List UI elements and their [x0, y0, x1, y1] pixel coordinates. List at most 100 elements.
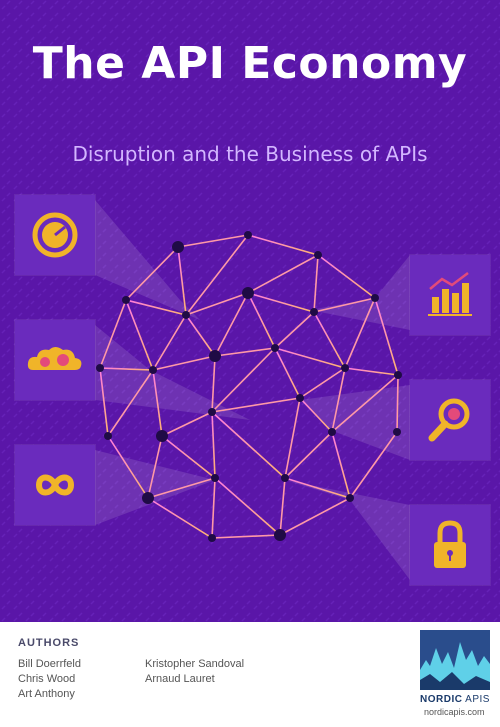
network-node: [142, 492, 154, 504]
network-edge: [313, 297, 376, 313]
network-edge: [279, 497, 351, 536]
network-edge: [211, 477, 216, 539]
network-node: [156, 430, 168, 442]
brand-name: NORDIC APIS: [420, 694, 490, 705]
network-edge: [214, 347, 276, 357]
network-edge: [211, 397, 301, 413]
network-edge: [313, 254, 319, 313]
network-node: [328, 428, 336, 436]
network-node: [271, 344, 279, 352]
bar-chart-growth-icon: [410, 255, 490, 335]
network-node: [346, 494, 354, 502]
network-edge: [274, 347, 346, 369]
network-node: [208, 408, 216, 416]
network-edge: [147, 477, 216, 499]
network-edge: [161, 411, 213, 437]
network-edge: [331, 431, 351, 499]
network-edge: [147, 497, 213, 539]
network-node: [244, 231, 252, 239]
network-edge: [214, 477, 281, 536]
network-node: [104, 432, 112, 440]
network-edge: [211, 355, 216, 413]
network-edge: [274, 347, 301, 399]
network-edge: [284, 431, 333, 479]
network-edge: [247, 292, 315, 313]
author-name: Arnaud Lauret: [145, 673, 215, 685]
network-edge: [125, 299, 187, 316]
network-edge: [247, 234, 319, 256]
network-edge: [247, 292, 276, 349]
network-edge: [274, 311, 315, 349]
network-edge: [125, 246, 179, 301]
network-edge: [185, 292, 249, 316]
network-node: [393, 428, 401, 436]
network-edge: [344, 367, 399, 376]
network-edge: [317, 254, 376, 299]
network-node: [296, 394, 304, 402]
network-edge: [107, 369, 154, 437]
network-edge: [211, 411, 216, 479]
network-node: [242, 287, 254, 299]
network-edge: [284, 477, 351, 499]
nordic-apis-logo: [420, 630, 490, 690]
network-edge: [99, 299, 127, 369]
brand-url: nordicapis.com: [424, 707, 485, 717]
network-edge: [185, 234, 249, 316]
network-edge: [125, 299, 154, 371]
cover-footer: [0, 622, 500, 727]
network-node: [208, 534, 216, 542]
network-node: [341, 364, 349, 372]
network-edge: [313, 311, 346, 369]
network-node: [371, 294, 379, 302]
network-node: [172, 241, 184, 253]
network-node: [149, 366, 157, 374]
author-name: Bill Doerrfeld: [18, 658, 81, 670]
network-edge: [211, 347, 276, 413]
cloud-gears-icon: [15, 320, 95, 400]
network-edge: [299, 367, 346, 399]
network-edge: [147, 435, 163, 499]
network-node: [209, 350, 221, 362]
network-edge: [211, 411, 286, 479]
network-edge: [152, 314, 187, 371]
network-node: [211, 474, 219, 482]
author-name: Art Anthony: [18, 688, 75, 700]
network-edge: [99, 367, 109, 437]
network-edge: [185, 314, 216, 357]
network-edge: [247, 254, 319, 294]
network-node: [182, 311, 190, 319]
network-edge: [211, 534, 281, 539]
network-node: [314, 251, 322, 259]
network-node: [281, 474, 289, 482]
network-edge: [152, 369, 163, 437]
authors-heading: AUTHORS: [18, 637, 80, 649]
author-name: Chris Wood: [18, 673, 76, 685]
network-node: [274, 529, 286, 541]
network-edge: [396, 374, 399, 433]
network-edge: [177, 246, 187, 316]
padlock-icon: [410, 505, 490, 585]
network-edge: [349, 431, 398, 499]
network-edge: [299, 397, 333, 433]
network-edge: [152, 355, 216, 371]
network-edge: [177, 234, 249, 248]
book-cover: The API Economy Disruption and the Busin…: [0, 0, 500, 622]
speedometer-icon: [15, 195, 95, 275]
network-edge: [284, 397, 301, 479]
network-node: [310, 308, 318, 316]
book-subtitle: Disruption and the Business of APIs: [72, 142, 428, 166]
network-node: [394, 371, 402, 379]
network-node: [122, 296, 130, 304]
network-node: [96, 364, 104, 372]
network-edge: [161, 435, 216, 479]
network-edge: [107, 435, 149, 499]
network-edge: [374, 297, 399, 376]
book-title: The API Economy: [32, 38, 468, 89]
network-edge: [99, 367, 154, 371]
network-edge: [344, 297, 376, 369]
network-edge: [331, 374, 399, 433]
network-edge: [279, 477, 286, 536]
network-edge: [331, 367, 346, 433]
author-name: Kristopher Sandoval: [145, 658, 245, 670]
infinity-icon: [15, 445, 95, 525]
